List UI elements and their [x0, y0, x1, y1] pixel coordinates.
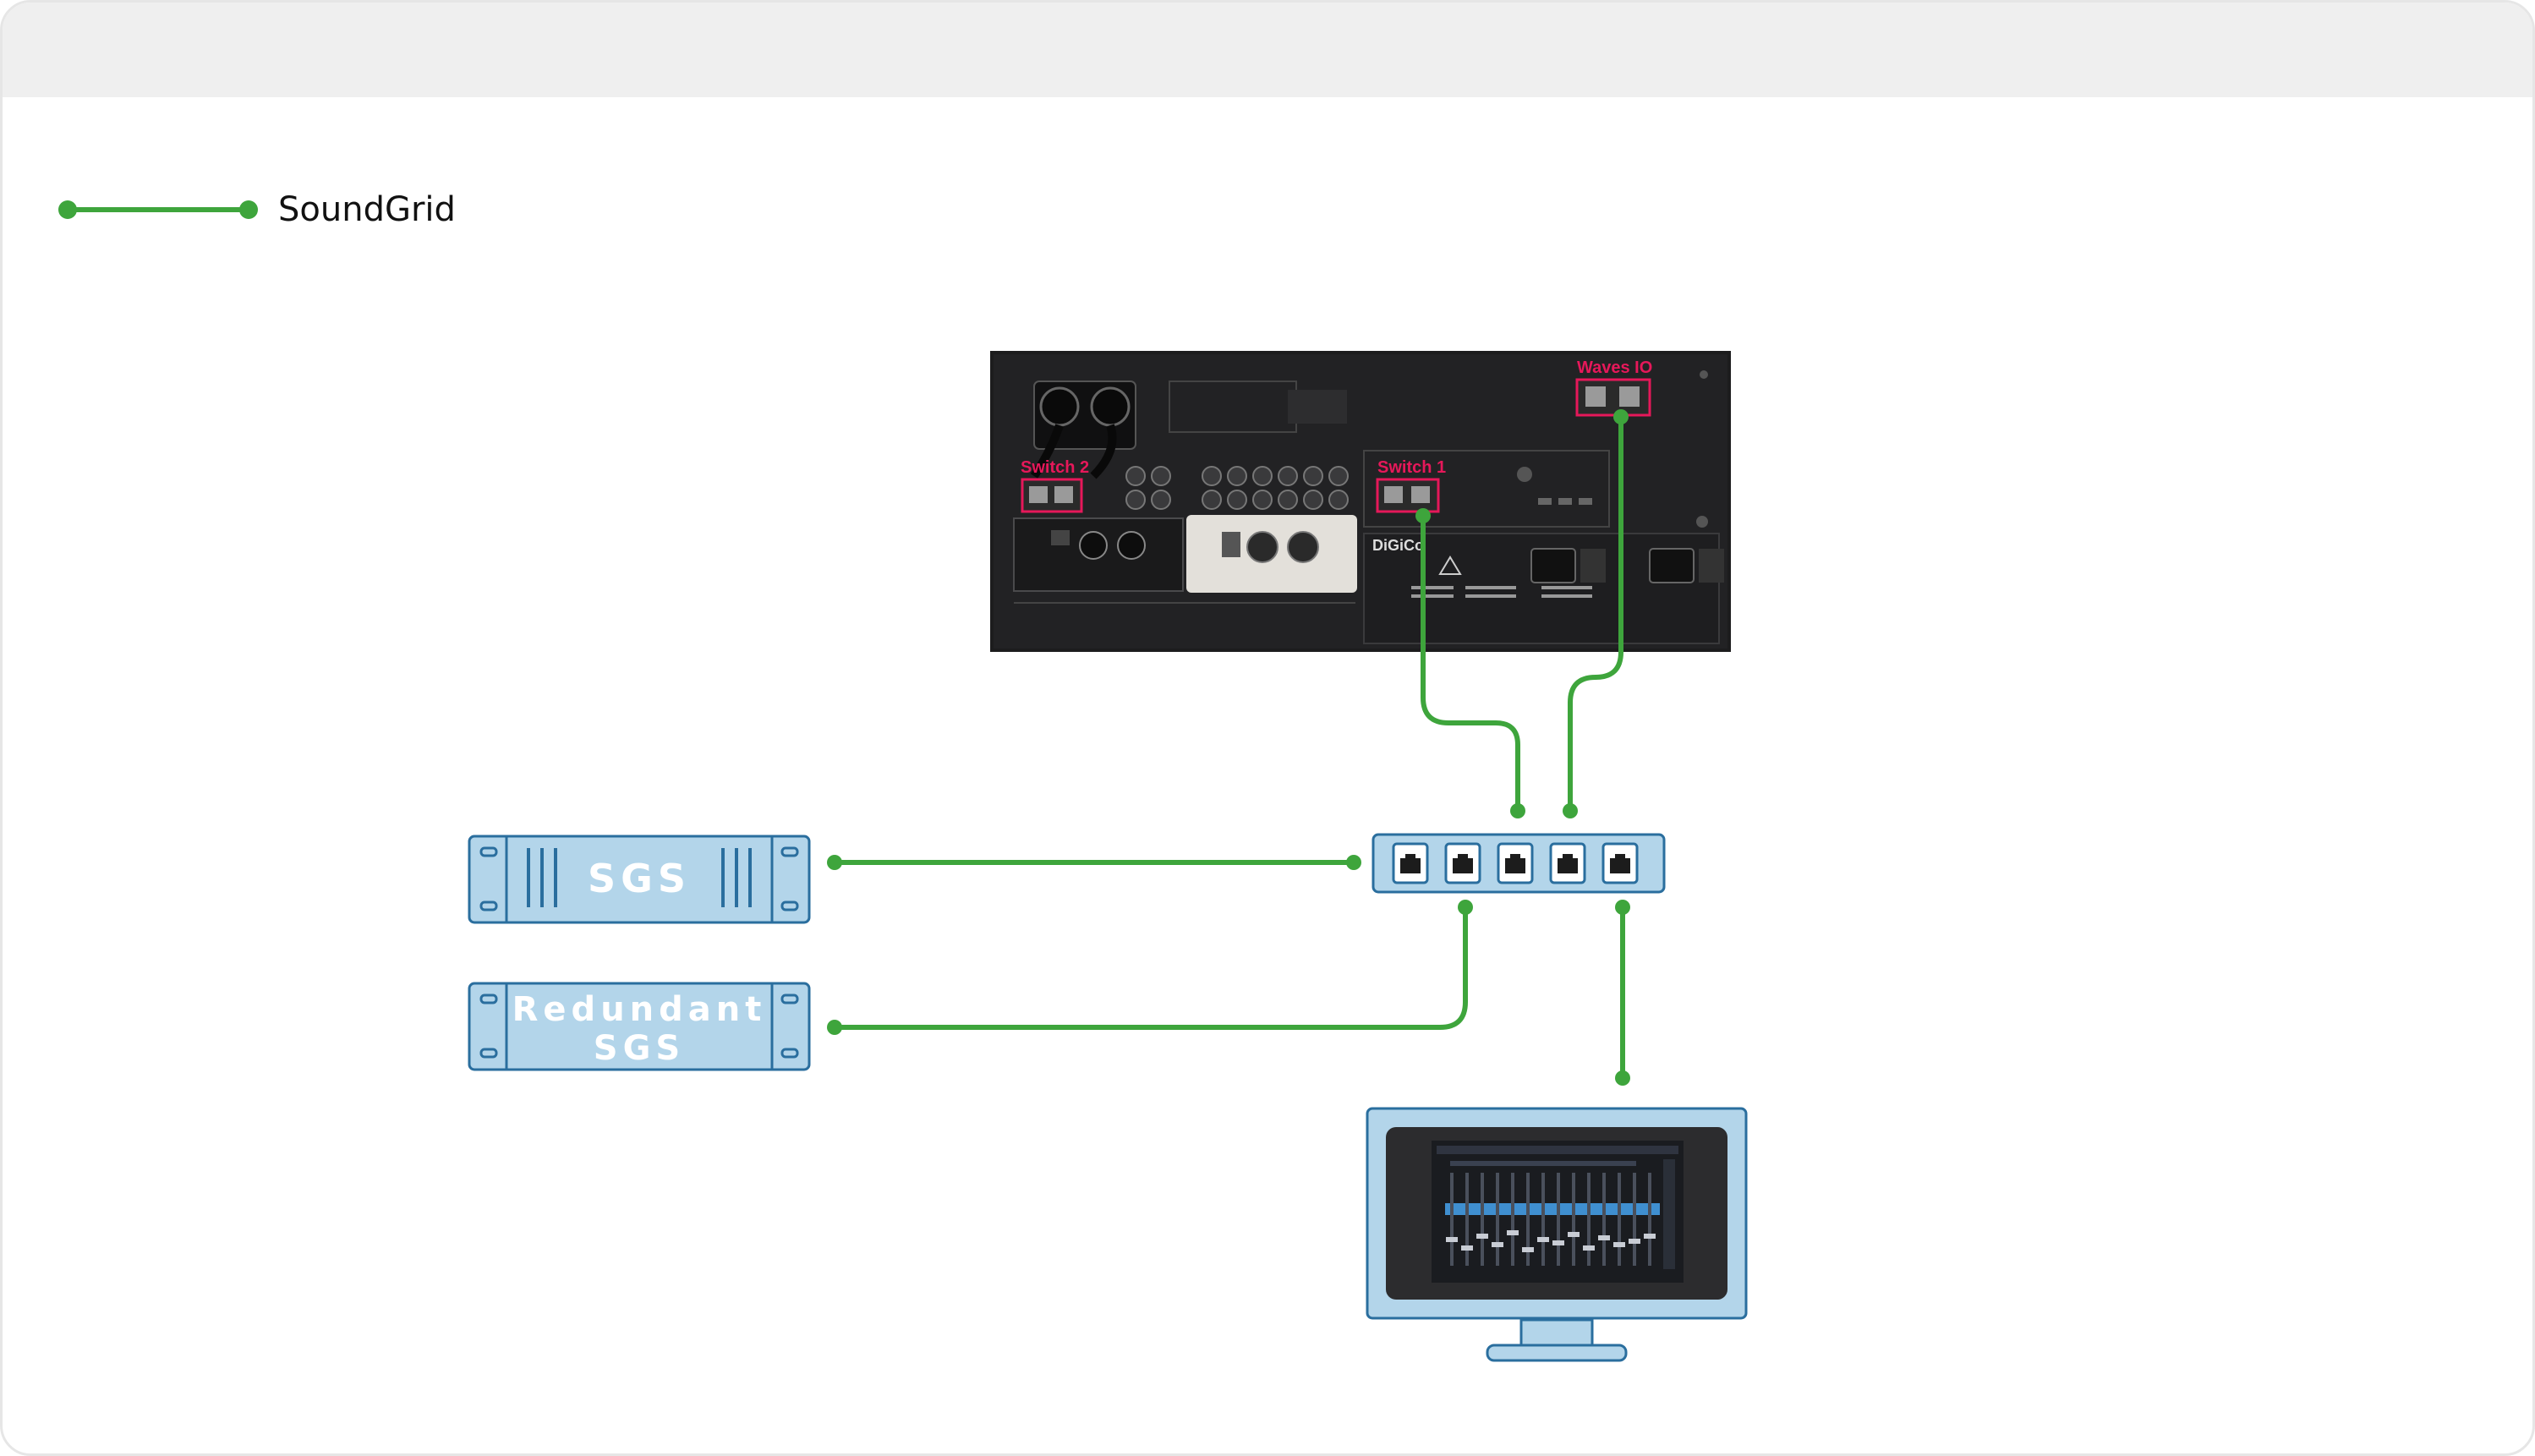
switch-port [1601, 842, 1639, 884]
link-endpoint [1615, 1070, 1630, 1086]
window-title-bar [3, 3, 2532, 97]
link-endpoint [1346, 855, 1361, 870]
switch-port [1444, 842, 1481, 884]
link-endpoint [1613, 409, 1629, 424]
mixer-software-screen [1437, 1146, 1678, 1269]
legend-soundgrid-line [58, 200, 258, 219]
sgs-label: SGS [588, 856, 691, 901]
link-endpoint [1458, 900, 1473, 915]
link-redundant-sgs-to-switch [832, 905, 1468, 1030]
computer-monitor [1366, 1107, 1748, 1362]
link-endpoint [1415, 508, 1431, 523]
link-endpoint [1510, 803, 1525, 818]
redundant-sgs-server: Redundant SGS [468, 982, 811, 1071]
link-endpoint [827, 1020, 842, 1035]
legend: SoundGrid [58, 180, 456, 239]
network-switch [1372, 833, 1666, 894]
link-endpoint [1563, 803, 1578, 818]
switch2-label: Switch 2 [1021, 458, 1089, 477]
legend-label: SoundGrid [278, 190, 456, 229]
link-waves-io-to-switch [1568, 414, 1623, 813]
switch-port [1392, 842, 1429, 884]
redundant-sgs-label-line1: Redundant [512, 990, 767, 1029]
link-endpoint [827, 855, 842, 870]
redundant-sgs-label-line2: SGS [594, 1029, 685, 1068]
link-switch1-to-switch [1421, 513, 1520, 813]
stagebox-rear-panel: DiGiCo Switch 2 Switch 1 Waves IO [990, 351, 1731, 652]
link-endpoint [1615, 900, 1630, 915]
switch1-label: Switch 1 [1377, 458, 1446, 477]
sgs-server: SGS [468, 835, 811, 924]
svg-text:DiGiCo: DiGiCo [1372, 537, 1424, 554]
switch-port [1549, 842, 1586, 884]
network-diagram: DiGiCo Switch 2 Switch 1 Waves IO [468, 351, 1748, 1362]
switch-port [1497, 842, 1534, 884]
waves-io-label: Waves IO [1577, 359, 1652, 377]
